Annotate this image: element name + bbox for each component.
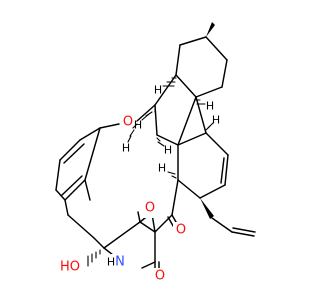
- stereo-hash-h3: [141, 107, 156, 121]
- structure-svg: O O O N H O HO H H H H H H H: [55, 22, 256, 284]
- stereo-h-1: H: [154, 84, 162, 97]
- stereo-hash-h5: [156, 137, 165, 147]
- amide-nitrogen-label: N: [115, 255, 125, 270]
- cyclohexane-ring: [175, 36, 228, 98]
- lactam-oxygen-label: O: [155, 269, 165, 284]
- methyl-wedge: [206, 22, 215, 37]
- stereo-h-5: H: [164, 144, 172, 157]
- stereo-h-6: H: [158, 162, 166, 175]
- stereo-hash-h2: [195, 99, 206, 105]
- ether-oxygen-label: O: [123, 115, 133, 130]
- molecule-diagram: O O O N H O HO H H H H H H H: [55, 22, 256, 284]
- hydroxyl-label: HO: [60, 260, 80, 275]
- hydroxyl-hash: [87, 249, 101, 267]
- stereo-hash-h7: [127, 123, 138, 143]
- stereo-hash-h6: [167, 171, 177, 179]
- vinyl-group: [200, 198, 256, 237]
- macrocycle: [55, 104, 156, 249]
- stereo-h-3: H: [134, 119, 142, 132]
- stereo-h-2: H: [206, 100, 214, 113]
- nitrogen-h-label: H: [107, 256, 115, 269]
- ketone-oxygen-label: O: [176, 223, 186, 238]
- stereo-hash-h1: [162, 77, 177, 87]
- stereo-h-4: H: [212, 114, 220, 127]
- lactam-epoxide: [103, 179, 181, 276]
- stereo-h-7: H: [122, 142, 130, 155]
- epoxide-oxygen-label: O: [145, 201, 155, 216]
- cyclohexene-ring: [177, 96, 229, 199]
- stereo-hash-h4: [205, 122, 214, 131]
